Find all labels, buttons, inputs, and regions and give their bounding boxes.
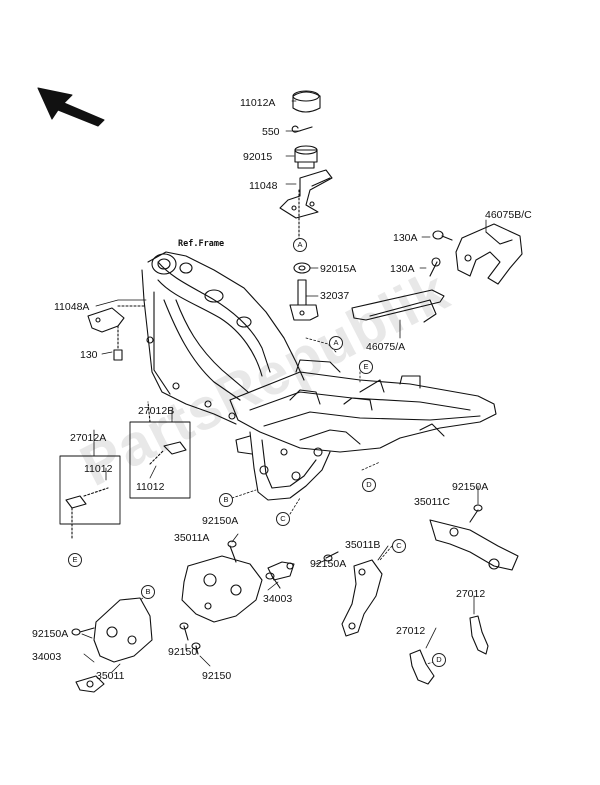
clip-part-2 xyxy=(409,649,435,685)
part-label-27012a: 27012A xyxy=(70,432,107,444)
part-label-11012-b: 11012 xyxy=(136,481,165,493)
part-label-34003: 34003 xyxy=(263,593,293,605)
footpeg-bracket-b xyxy=(341,559,383,637)
footpeg-bracket-left xyxy=(75,597,153,693)
rear-bracket-part xyxy=(455,223,523,285)
ref-marker-e-2: E xyxy=(68,553,82,567)
ref-marker-a-2: A xyxy=(329,336,343,350)
side-bracket-part xyxy=(87,305,147,361)
ref-marker-d-2: D xyxy=(432,653,446,667)
clip-box-b xyxy=(129,401,191,499)
ref-marker-c-2: C xyxy=(392,539,406,553)
part-label-11048a: 11048A xyxy=(54,301,90,313)
part-label-130a-2: 130A xyxy=(390,263,415,275)
part-label-32037: 32037 xyxy=(320,290,350,302)
part-label-92015: 92015 xyxy=(243,151,273,163)
bracket-part xyxy=(279,169,333,241)
footpeg-bracket-a xyxy=(181,540,295,623)
clip-part xyxy=(469,615,489,655)
bolt-set xyxy=(71,504,483,655)
clip-box-a xyxy=(59,455,121,541)
part-label-92150a-4: 92150A xyxy=(32,628,69,640)
part-label-27012b: 27012B xyxy=(138,405,175,417)
part-label-11012a: 11012A xyxy=(240,97,276,109)
ref-marker-c: C xyxy=(276,512,290,526)
part-label-35011c: 35011C xyxy=(414,496,451,508)
part-label-35011a: 35011A xyxy=(174,532,210,544)
ref-frame-label: Ref.Frame xyxy=(178,239,225,249)
direction-arrow-icon xyxy=(37,87,105,127)
bolt-part xyxy=(432,230,453,241)
bolt-part-2 xyxy=(429,257,441,277)
part-label-27012-2: 27012 xyxy=(396,625,426,637)
ref-marker-a: A xyxy=(293,238,307,252)
part-label-27012: 27012 xyxy=(456,588,486,600)
stud-part xyxy=(289,279,319,321)
footpeg-bracket-c xyxy=(429,519,519,571)
part-label-35011b: 35011B xyxy=(345,539,381,551)
ref-marker-d: D xyxy=(362,478,376,492)
part-label-92015a: 92015A xyxy=(320,263,357,275)
part-label-92150a-2: 92150A xyxy=(202,515,239,527)
part-label-35011: 35011 xyxy=(96,670,125,682)
ref-marker-b: B xyxy=(219,493,233,507)
part-label-130a: 130A xyxy=(393,232,418,244)
main-frame xyxy=(141,251,497,501)
part-label-46075a: 46075/A xyxy=(366,341,406,353)
part-label-550: 550 xyxy=(262,126,280,138)
ref-marker-b-2: B xyxy=(141,585,155,599)
part-label-46075bc: 46075B/C xyxy=(485,209,532,221)
part-label-11012-a: 11012 xyxy=(84,463,113,475)
part-label-92150-2: 92150 xyxy=(202,670,232,682)
nut-part-2 xyxy=(293,262,311,274)
part-label-11048: 11048 xyxy=(249,180,278,192)
part-label-92150: 92150 xyxy=(168,646,198,658)
part-label-34003-2: 34003 xyxy=(32,651,62,663)
long-bar-part xyxy=(351,289,445,323)
cap-part xyxy=(292,90,321,113)
part-label-92150a: 92150A xyxy=(452,481,489,493)
ref-marker-e: E xyxy=(359,360,373,374)
nut-part xyxy=(294,145,318,169)
part-label-130: 130 xyxy=(80,349,98,361)
part-label-92150a-3: 92150A xyxy=(310,558,347,570)
